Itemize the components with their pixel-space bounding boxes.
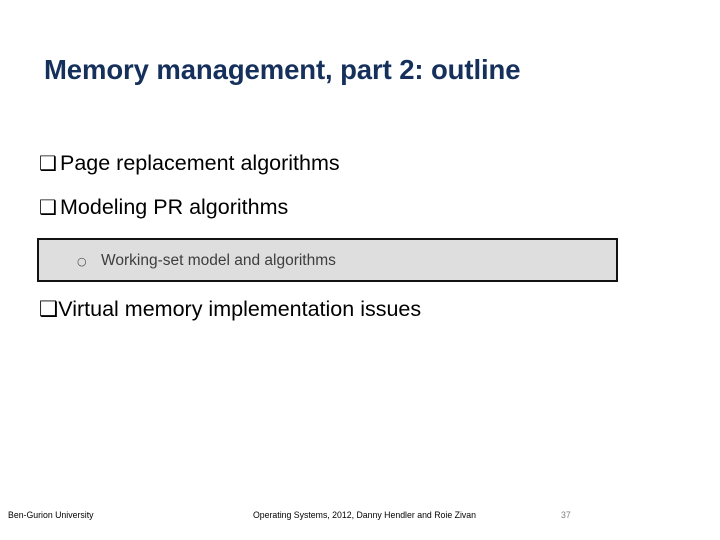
footer-page-number: 37 bbox=[561, 510, 571, 521]
page-title: Memory management, part 2: outline bbox=[44, 54, 521, 86]
list-item-label: Virtual memory implementation issues bbox=[58, 297, 422, 321]
sublist-item: ○ Working-set model and algorithms bbox=[77, 249, 336, 274]
slide-footer: Ben-Gurion University Operating Systems,… bbox=[0, 500, 720, 540]
list-item-label: Page replacement algorithms bbox=[60, 151, 340, 175]
footer-course-credit: Operating Systems, 2012, Danny Hendler a… bbox=[253, 510, 476, 521]
footer-institution: Ben-Gurion University bbox=[8, 510, 94, 521]
list-item: ❑ Virtual memory implementation issues bbox=[39, 294, 421, 324]
sublist-item-label: Working-set model and algorithms bbox=[101, 252, 336, 269]
circle-bullet-icon: ○ bbox=[77, 255, 87, 268]
list-item: ❑ Modeling PR algorithms bbox=[39, 192, 720, 222]
list-item: ❑ Page replacement algorithms bbox=[39, 148, 720, 178]
square-bullet-icon: ❑ bbox=[39, 195, 57, 219]
outline-list: ❑ Page replacement algorithms ❑ Modeling… bbox=[0, 148, 720, 236]
list-item-label: Modeling PR algorithms bbox=[60, 195, 289, 219]
square-bullet-icon: ❑ bbox=[39, 297, 59, 321]
square-bullet-icon: ❑ bbox=[39, 151, 57, 175]
highlighted-subitem-box: ○ Working-set model and algorithms bbox=[37, 238, 618, 282]
